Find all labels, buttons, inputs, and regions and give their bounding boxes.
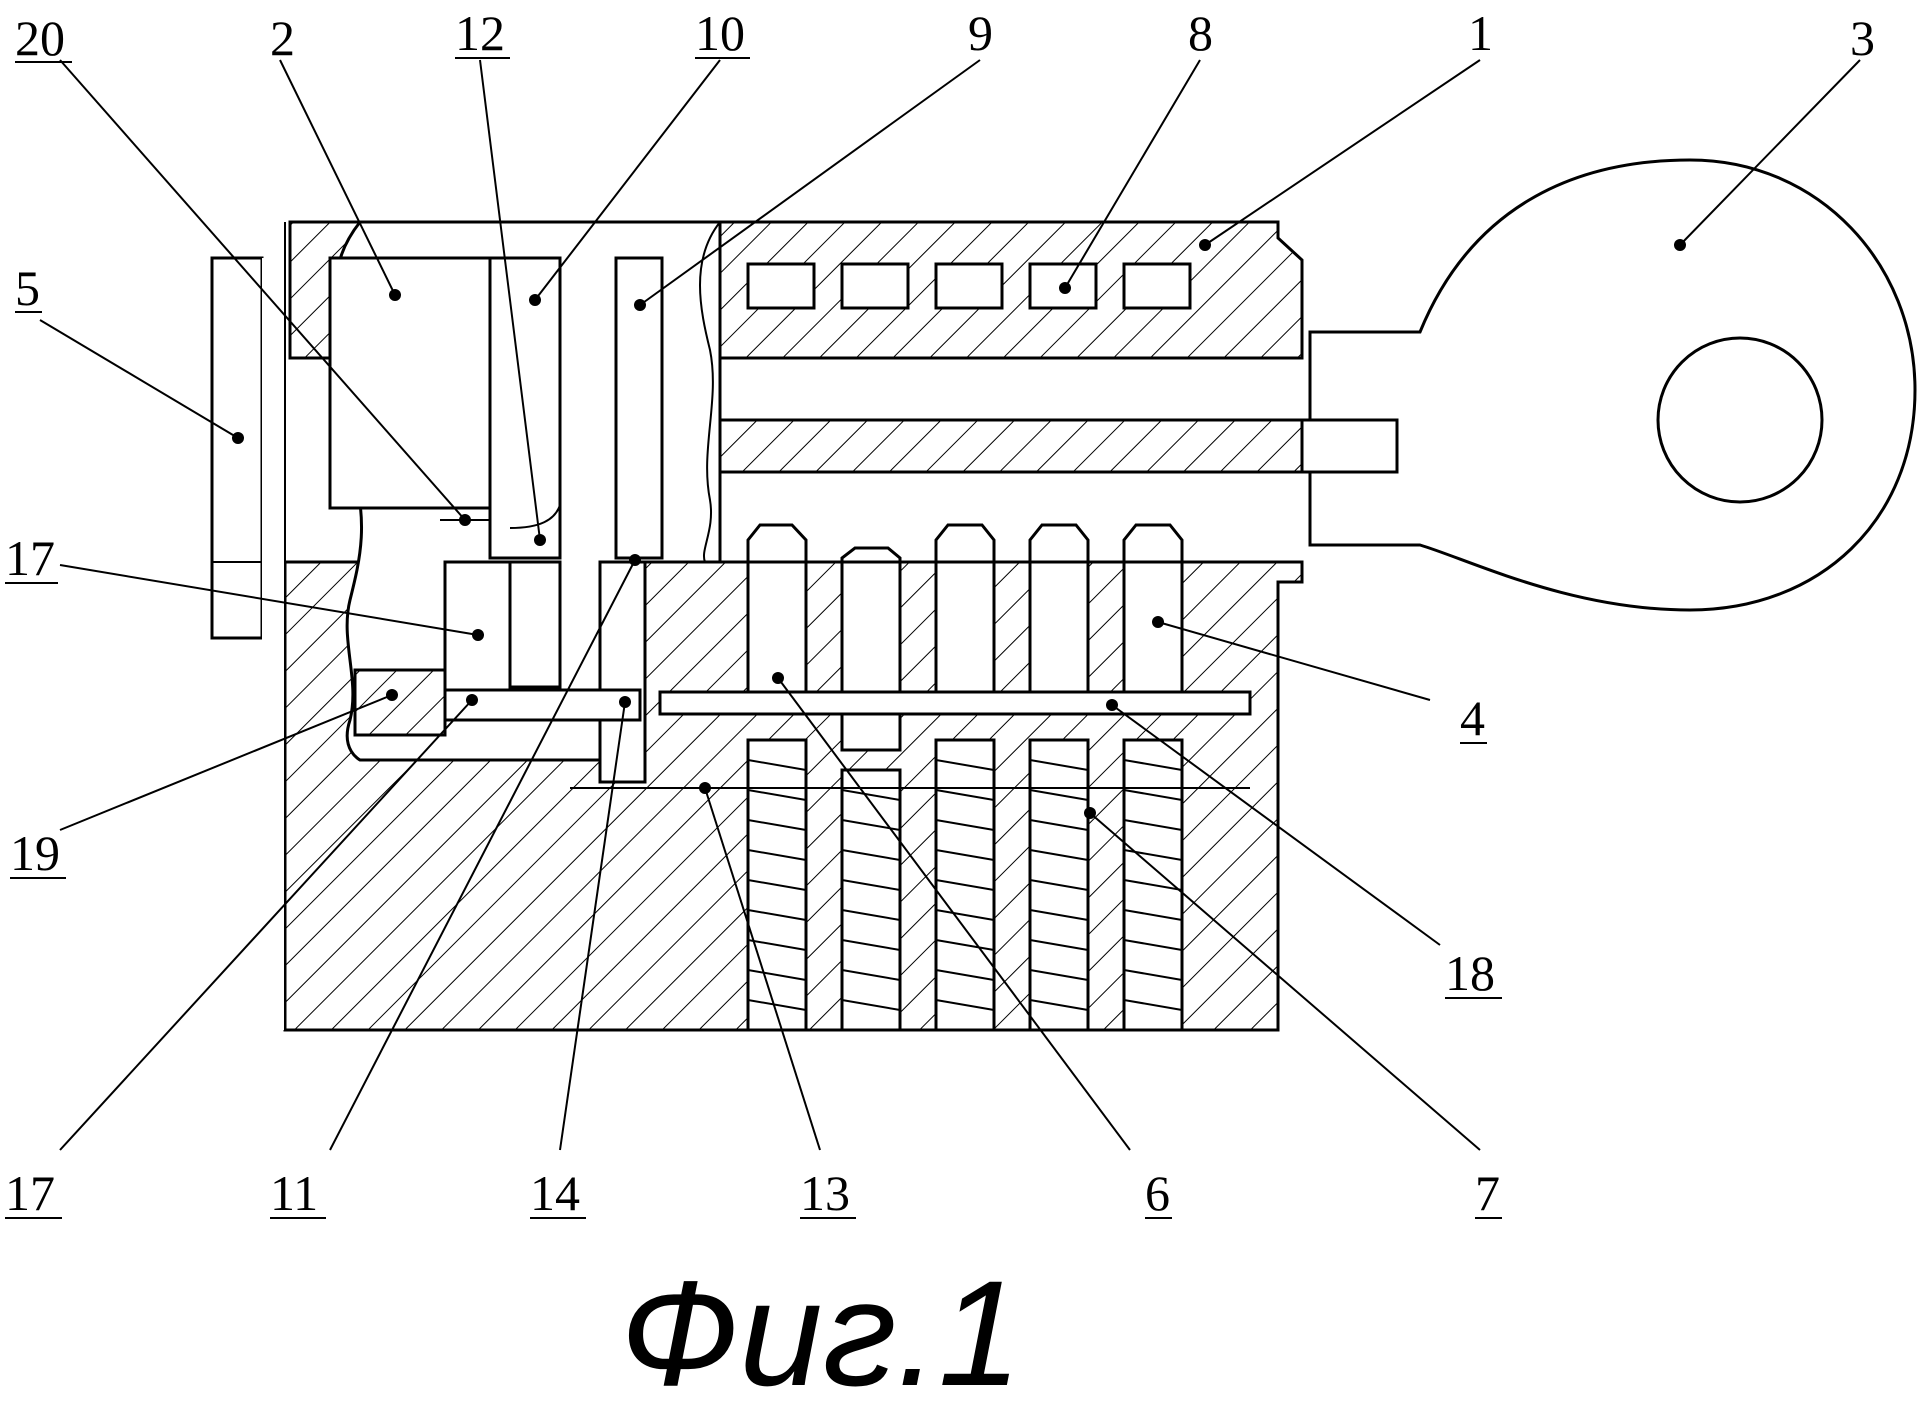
part-12-curve (509, 504, 561, 529)
part-2 (328, 256, 492, 510)
pin-stacks (570, 523, 1252, 1032)
figure-caption: Фиг.1 (620, 1249, 1022, 1417)
callout-17-top: 17 (5, 530, 55, 586)
callout-12: 12 (455, 5, 505, 61)
part-11 (508, 560, 562, 689)
callout-labels: 20 2 12 10 9 8 1 3 5 17 4 19 18 17 11 14… (5, 5, 1875, 1221)
callout-14: 14 (530, 1165, 580, 1221)
callout-19: 19 (10, 825, 60, 881)
callout-2: 2 (270, 10, 295, 66)
callout-20: 20 (15, 10, 65, 66)
part-17-lower (443, 688, 642, 722)
callout-11: 11 (270, 1165, 318, 1221)
callout-8: 8 (1188, 5, 1213, 61)
insert-8c (934, 262, 1004, 310)
pin-stack-3 (934, 523, 996, 1032)
callout-1: 1 (1468, 5, 1493, 61)
callout-13: 13 (800, 1165, 850, 1221)
pin-stack-2 (840, 546, 902, 1032)
callout-3: 3 (1850, 10, 1875, 66)
callout-9: 9 (968, 5, 993, 61)
callout-18: 18 (1445, 945, 1495, 1001)
insert-8e (1122, 262, 1192, 310)
callout-10: 10 (695, 5, 745, 61)
callout-5: 5 (15, 260, 40, 316)
key-blade (698, 418, 1399, 474)
part-14 (598, 560, 647, 784)
callout-4: 4 (1460, 690, 1485, 746)
rear-flange (210, 256, 264, 640)
pin-stack-5 (1122, 523, 1184, 1032)
callout-leaders (39, 59, 1861, 1151)
pin-stack-4 (1028, 523, 1090, 1032)
key-ring-hole (1656, 336, 1824, 504)
spring-19 (353, 668, 447, 737)
bar-18 (658, 690, 1252, 716)
insert-8b (840, 262, 910, 310)
callout-17-bottom: 17 (5, 1165, 55, 1221)
callout-6: 6 (1145, 1165, 1170, 1221)
pin-stack-1 (746, 523, 808, 1032)
inner-mechanism (328, 256, 664, 784)
part-10 (488, 256, 562, 560)
callout-7: 7 (1475, 1165, 1500, 1221)
key-bow (1308, 158, 1917, 612)
insert-8a (746, 262, 816, 310)
